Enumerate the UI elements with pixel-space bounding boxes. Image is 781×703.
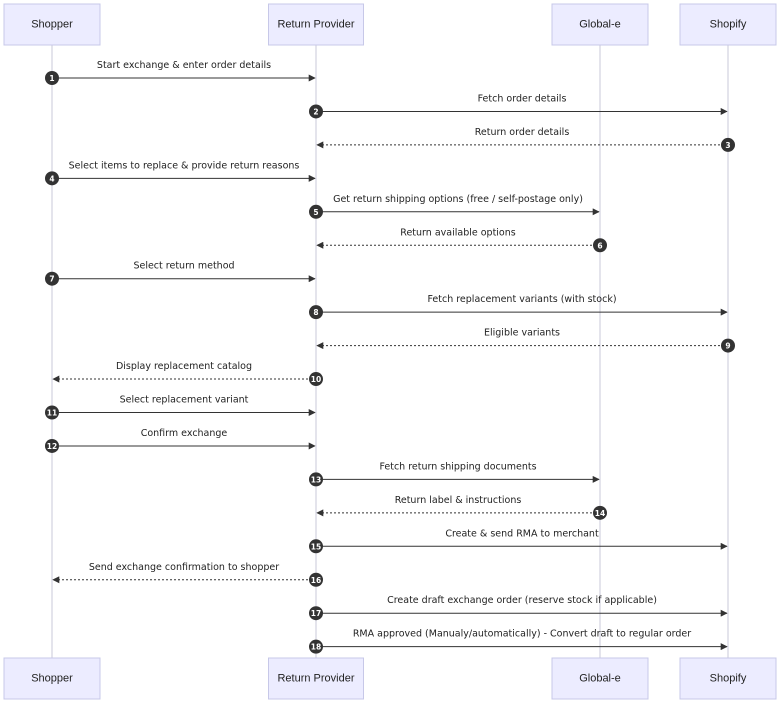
sequence-number: 8 xyxy=(313,308,318,317)
sequence-number: 5 xyxy=(313,208,318,217)
sequence-number-badge: 15 xyxy=(309,539,323,554)
actor-label: Global-e xyxy=(579,673,621,685)
sequence-number: 4 xyxy=(49,174,54,183)
sequence-number-badge: 10 xyxy=(309,372,323,387)
sequence-number-badge: 2 xyxy=(309,104,323,119)
actor-label: Shopify xyxy=(710,673,747,685)
message-15: Create & send RMA to merchant 15 xyxy=(309,528,728,554)
actor-label: Shopper xyxy=(31,19,73,31)
actor-label: Shopify xyxy=(710,19,747,31)
sequence-number-badge: 5 xyxy=(309,204,323,219)
message-label: Create & send RMA to merchant xyxy=(445,528,599,539)
sequence-number-badge: 4 xyxy=(45,171,59,186)
message-5: Get return shipping options (free / self… xyxy=(309,194,600,219)
message-2: Fetch order details 2 xyxy=(309,93,728,119)
message-8: Fetch replacement variants (with stock) 8 xyxy=(309,294,728,320)
message-13: Fetch return shipping documents 13 xyxy=(309,461,600,487)
actor-box-top-global_e: Global-e xyxy=(551,3,649,46)
message-label: Display replacement catalog xyxy=(116,361,252,372)
sequence-number-badge: 9 xyxy=(721,338,735,353)
message-16: Send exchange confirmation to shopper 16 xyxy=(52,562,323,587)
message-11: Select replacement variant 11 xyxy=(45,395,316,420)
actor-box-top-shopper: Shopper xyxy=(3,3,101,46)
sequence-number-badge: 6 xyxy=(593,238,607,253)
message-label: Fetch return shipping documents xyxy=(379,461,536,472)
message-label: Create draft exchange order (reserve sto… xyxy=(387,595,657,606)
sequence-number-badge: 14 xyxy=(593,505,607,520)
message-label: Start exchange & enter order details xyxy=(97,60,271,71)
message-7: Select return method 7 xyxy=(45,261,316,286)
message-3: Return order details 3 xyxy=(316,127,735,152)
sequence-number: 9 xyxy=(725,342,730,351)
message-label: Get return shipping options (free / self… xyxy=(333,194,583,205)
sequence-number-badge: 18 xyxy=(309,639,323,654)
message-1: Start exchange & enter order details 1 xyxy=(45,60,316,85)
message-label: Fetch order details xyxy=(478,93,567,104)
message-label: Select replacement variant xyxy=(120,395,249,406)
sequence-number-badge: 13 xyxy=(309,472,323,487)
sequence-number: 7 xyxy=(49,275,54,284)
message-10: Display replacement catalog 10 xyxy=(52,361,323,387)
sequence-number-badge: 8 xyxy=(309,305,323,320)
actor-box-bottom-shopify: Shopify xyxy=(679,657,777,700)
message-14: Return label & instructions 14 xyxy=(316,495,607,520)
message-label: Eligible variants xyxy=(484,328,560,339)
actor-box-bottom-global_e: Global-e xyxy=(551,657,649,700)
sequence-number: 11 xyxy=(47,409,57,418)
sequence-number-badge: 16 xyxy=(309,572,323,587)
actor-box-top-return_provider: Return Provider xyxy=(268,3,364,46)
message-6: Return available options 6 xyxy=(316,227,607,253)
sequence-number: 3 xyxy=(725,141,730,150)
actor-label: Shopper xyxy=(31,673,73,685)
sequence-number: 14 xyxy=(595,509,605,518)
message-12: Confirm exchange 12 xyxy=(45,428,316,453)
message-label: Return available options xyxy=(400,227,515,238)
sequence-number: 15 xyxy=(311,542,321,551)
sequence-number: 6 xyxy=(597,241,602,250)
sequence-number: 13 xyxy=(311,475,321,484)
sequence-number: 1 xyxy=(49,74,54,83)
actor-box-bottom-return_provider: Return Provider xyxy=(268,657,364,700)
sequence-number: 18 xyxy=(311,643,321,652)
sequence-number-badge: 11 xyxy=(45,405,59,420)
message-18: RMA approved (Manualy/automatically) - C… xyxy=(309,629,728,654)
message-label: Select items to replace & provide return… xyxy=(69,160,300,171)
message-label: Select return method xyxy=(133,261,234,272)
actor-label: Global-e xyxy=(579,19,621,31)
message-label: Fetch replacement variants (with stock) xyxy=(427,294,616,305)
message-9: Eligible variants 9 xyxy=(316,328,735,353)
message-label: Return label & instructions xyxy=(395,495,522,506)
message-label: Send exchange confirmation to shopper xyxy=(89,562,279,573)
sequence-number-badge: 12 xyxy=(45,438,59,453)
sequence-number: 2 xyxy=(313,107,318,116)
message-17: Create draft exchange order (reserve sto… xyxy=(309,595,728,621)
actor-label: Return Provider xyxy=(277,673,354,685)
message-label: Return order details xyxy=(475,127,570,138)
sequence-number: 12 xyxy=(47,442,57,451)
message-label: Confirm exchange xyxy=(141,428,228,439)
message-label: RMA approved (Manualy/automatically) - C… xyxy=(353,629,691,640)
sequence-number-badge: 7 xyxy=(45,271,59,286)
sequence-number-badge: 1 xyxy=(45,71,59,85)
sequence-number-badge: 17 xyxy=(309,606,323,621)
actor-box-bottom-shopper: Shopper xyxy=(3,657,101,700)
sequence-number: 10 xyxy=(311,375,321,384)
message-4: Select items to replace & provide return… xyxy=(45,160,316,186)
sequence-number: 17 xyxy=(311,609,321,618)
actor-label: Return Provider xyxy=(277,19,354,31)
sequence-number: 16 xyxy=(311,576,321,585)
actor-box-top-shopify: Shopify xyxy=(679,3,777,46)
sequence-number-badge: 3 xyxy=(721,137,735,152)
